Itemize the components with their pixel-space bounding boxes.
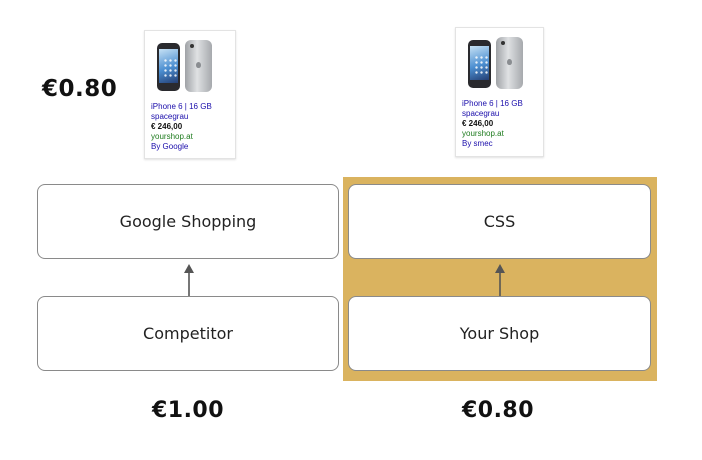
google-shopping-box: Google Shopping: [37, 184, 339, 259]
your-shop-label: Your Shop: [459, 324, 540, 343]
product-by-label[interactable]: By smec: [462, 139, 493, 148]
product-price: € 246,00: [462, 119, 494, 128]
product-domain: yourshop.at: [462, 129, 504, 138]
iphone-image: [155, 40, 235, 98]
product-price: € 246,00: [151, 122, 183, 131]
competitor-price-label: €1.00: [151, 398, 225, 423]
arrow-yourshop-to-css: [495, 264, 505, 296]
product-title[interactable]: iPhone 6 | 16 GB: [151, 102, 212, 111]
product-card-google[interactable]: iPhone 6 | 16 GB spacegrau € 246,00 your…: [144, 30, 236, 159]
product-card-css[interactable]: iPhone 6 | 16 GB spacegrau € 246,00 your…: [455, 27, 544, 157]
top-price-label: €0.80: [42, 76, 118, 102]
competitor-box: Competitor: [37, 296, 339, 371]
arrow-competitor-to-google: [184, 264, 194, 296]
phone-front-image: [157, 43, 180, 91]
css-label: CSS: [483, 212, 516, 231]
google-shopping-label: Google Shopping: [119, 212, 257, 231]
product-title-variant[interactable]: spacegrau: [462, 109, 500, 118]
product-title-variant[interactable]: spacegrau: [151, 112, 189, 121]
competitor-label: Competitor: [143, 324, 233, 343]
phone-front-image: [468, 40, 491, 88]
product-title[interactable]: iPhone 6 | 16 GB: [462, 99, 523, 108]
your-shop-box: Your Shop: [348, 296, 651, 371]
css-box: CSS: [348, 184, 651, 259]
your-shop-price-label: €0.80: [461, 398, 535, 423]
iphone-image: [466, 37, 543, 95]
product-by-label[interactable]: By Google: [151, 142, 189, 151]
phone-back-image: [185, 40, 212, 92]
phone-back-image: [496, 37, 523, 89]
product-domain: yourshop.at: [151, 132, 193, 141]
